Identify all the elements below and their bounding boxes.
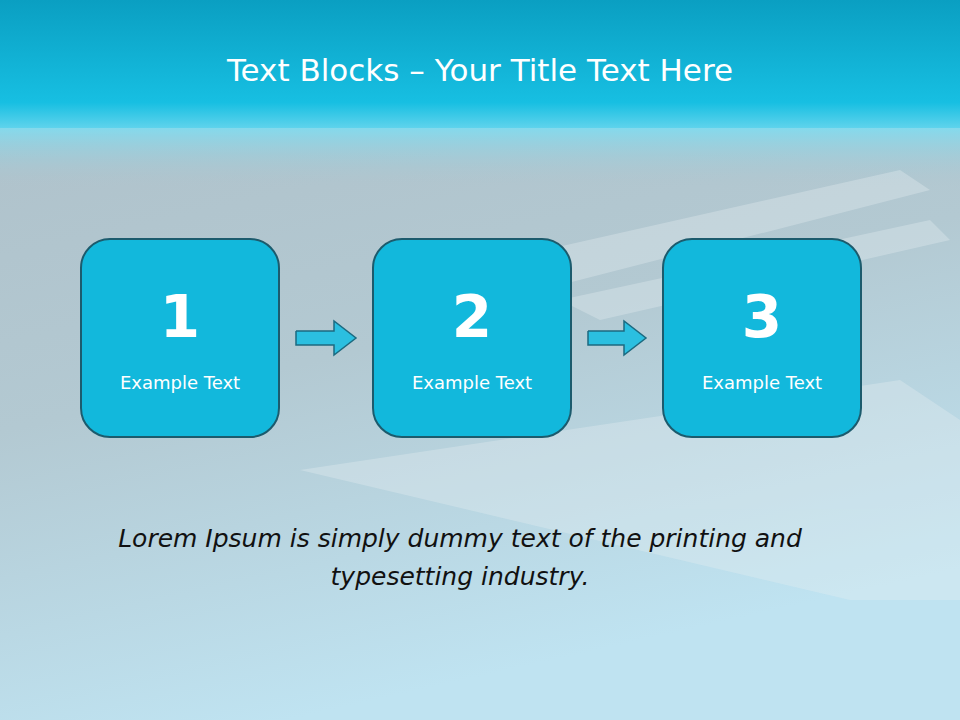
text-block: 3Example Text <box>662 238 862 438</box>
step-text: Example Text <box>702 372 822 393</box>
step-number: 3 <box>742 288 782 346</box>
text-block: 1Example Text <box>80 238 280 438</box>
step-text: Example Text <box>412 372 532 393</box>
step-number: 2 <box>452 288 492 346</box>
block-arrow <box>296 321 356 355</box>
step-number: 1 <box>160 288 200 346</box>
glow <box>0 128 960 188</box>
text-block: 2Example Text <box>372 238 572 438</box>
caption: Lorem Ipsum is simply dummy text of the … <box>90 520 830 596</box>
step-text: Example Text <box>120 372 240 393</box>
block-arrow <box>588 321 646 355</box>
title-band <box>0 0 960 128</box>
slide-title: Text Blocks – Your Title Text Here <box>0 52 960 88</box>
